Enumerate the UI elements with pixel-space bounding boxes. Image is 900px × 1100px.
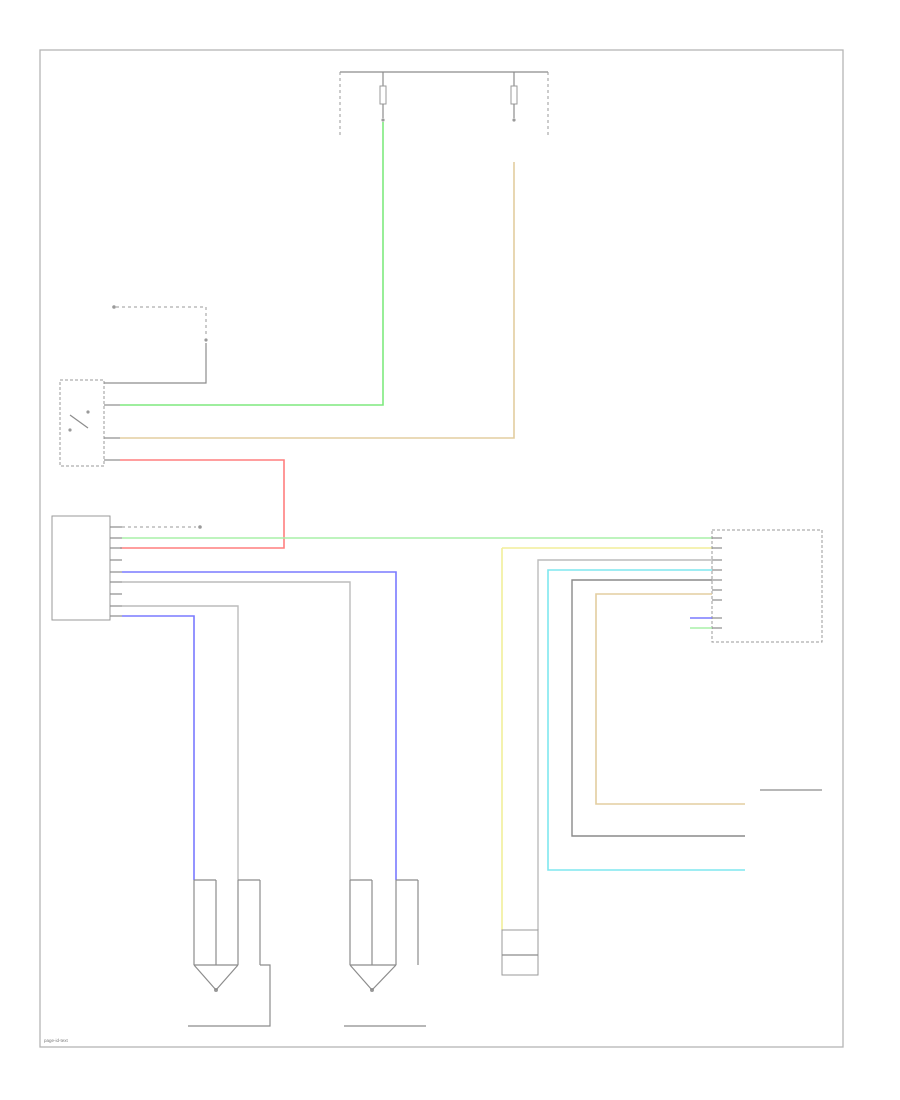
wire-blue-lower: [122, 615, 195, 880]
wire-cyan: [547, 569, 745, 871]
wire-red: [120, 459, 285, 549]
sensor-right: [344, 879, 426, 1027]
wire-tan-top: [120, 162, 515, 439]
wire-grey-lower: [122, 605, 239, 880]
wire-grey-right: [537, 559, 712, 930]
wire-blue-upper: [122, 571, 397, 880]
right-module: [711, 529, 823, 643]
wire-tan-right: [595, 593, 745, 805]
page-id: page-id-text: [44, 1038, 69, 1043]
wire-darkgrey: [571, 579, 745, 837]
fuse-connector-left: [381, 118, 385, 122]
left-module: [51, 515, 202, 621]
fuse-connector-right: [512, 118, 516, 122]
sensor-left: [188, 879, 271, 1027]
diagram-frame: [39, 49, 844, 1048]
wire-grey-upper: [122, 581, 351, 880]
top-power-section: [339, 71, 549, 135]
ground-splice: [112, 305, 208, 384]
ignition-switch: [59, 379, 120, 467]
temperature-sensor: [501, 929, 539, 976]
wire-green-top: [120, 122, 384, 406]
